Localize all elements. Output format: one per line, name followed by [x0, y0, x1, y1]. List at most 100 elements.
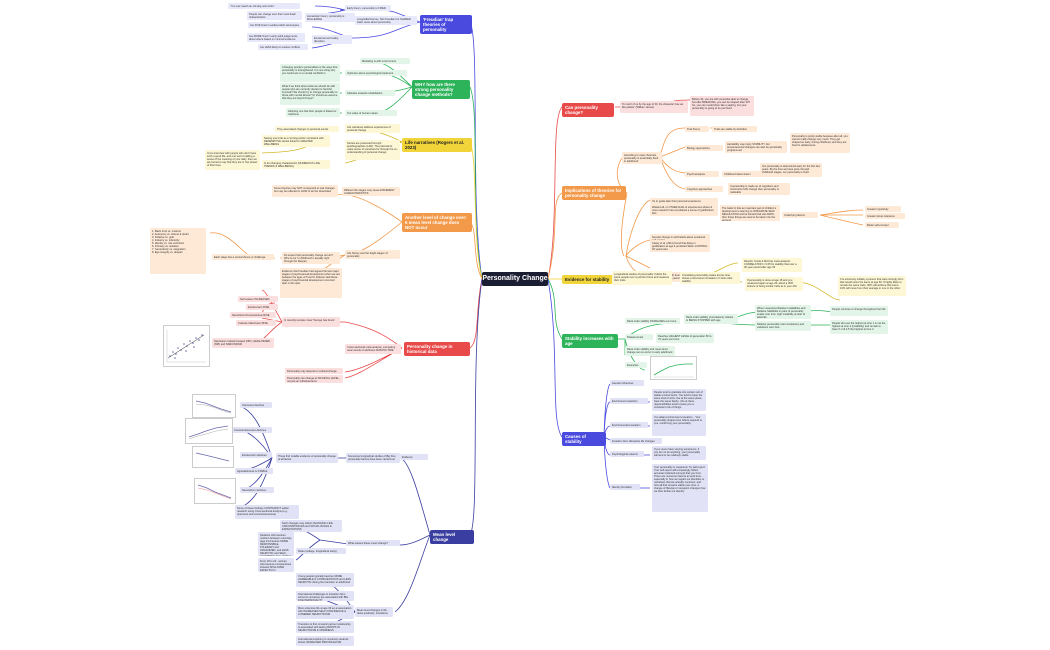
stabilityage-t2: Rank order stability (correlations) rela…	[684, 314, 738, 324]
implications-t5: It's to guide later their personal exper…	[650, 198, 718, 204]
topic-life-narratives[interactable]: Life narratives (Rogers et al. 2023)	[402, 138, 472, 152]
historical-scatter-image	[163, 325, 210, 367]
historical-t2: Narcissism traits/increased (NPI), HEIGH…	[212, 338, 274, 348]
link-historical	[469, 278, 483, 349]
causes-trans: Freedom from disruptive life changes	[610, 438, 662, 444]
historical-t1: In recently temples: beer Twenge has fou…	[282, 317, 340, 327]
stabilityage-t8: Examples	[625, 362, 647, 368]
implications-cf-3: Better self-concept	[865, 222, 899, 228]
stability-t3: Results: Costa & McCrae meta-analysis: C…	[742, 258, 802, 272]
implications-trait-r: Traits are stable by definition	[712, 126, 757, 132]
meanlevel-chart-label-1: Openness declines	[240, 402, 272, 408]
historical-tag-4: Cultural collectivism RISE	[236, 320, 276, 326]
implications-cog: Cognitive approaches	[685, 186, 723, 192]
topic-stability-age[interactable]: Stability increases with age	[562, 334, 618, 348]
topic-mean-level[interactable]: Mean level change	[430, 530, 474, 544]
freudian-q3: Are FIVE fixed in earliest adult stereot…	[248, 22, 302, 28]
link-canchange	[547, 106, 563, 280]
causes-evoc: Environmental evocation	[610, 422, 648, 428]
historical-tag-1: Self esteem INCREASED	[238, 296, 278, 302]
link-whyhow	[469, 86, 483, 280]
stage-1: 1. Basic trust vs. mistrust	[152, 229, 181, 233]
implications-t4: If personality is made up of cognitions …	[728, 183, 790, 195]
another-t2: Different life stages may cause DIFFEREN…	[342, 187, 400, 196]
life-t1: They associated changes to personal even…	[275, 126, 339, 132]
whyhow-text-3: Adopting one that their people is flawed…	[286, 108, 340, 117]
stabilityage-t6: People continue to change throughout the…	[830, 306, 888, 316]
link-stabilityage	[547, 278, 563, 340]
line-chart-icon	[195, 400, 232, 414]
stability-t2: Correlating personality scales across ti…	[680, 272, 740, 284]
topic-implications[interactable]: Implications of theories for personality…	[562, 186, 626, 200]
implications-bio-r: Heritability may imply STABILITY, but te…	[725, 141, 787, 153]
link-meanlevel	[469, 278, 483, 536]
canchange-t2: Before 30, you are still somewhat able t…	[690, 96, 754, 116]
life-t5: Stories are presented through autobiogra…	[345, 140, 400, 160]
stage-4: 4. Industry vs. inferiority	[152, 238, 180, 242]
erikson-stages: 1. Basic trust vs. mistrust 2. Autonomy …	[150, 228, 206, 274]
implications-trait: Trait theory	[685, 126, 709, 132]
causes-genetic: Genetic influences	[610, 380, 644, 386]
causes-envsel: Environment selection	[610, 398, 648, 404]
link-implications	[547, 192, 563, 280]
another-t4: Life history and the 'Eight stages' of p…	[345, 250, 400, 259]
chart-thumb-neuroticism	[194, 478, 236, 504]
topic-why-how[interactable]: WHY how are there strong personality cha…	[412, 80, 470, 99]
implications-t7: The belief in that an important part of …	[720, 205, 780, 221]
line-chart-icon	[188, 425, 229, 440]
topic-evidence-stability[interactable]: Evidence for stability	[562, 275, 614, 284]
link-life	[469, 141, 483, 280]
causes-evoc-t: You adapt environment evocation... Your …	[652, 414, 706, 436]
causes-ident: Identity formation	[610, 484, 640, 490]
whyhow-item-1: Mediating & with environment	[360, 58, 410, 64]
implications-cf-1: Greater impulsivity	[865, 206, 901, 212]
historical-tag-3: Neuroticism/Conscientious RISE	[230, 312, 276, 318]
meanlevel-t12: More extensive life at age 36 an at asso…	[296, 605, 354, 619]
causes-psych-t: If you never have varying experience, if…	[652, 446, 706, 460]
stabilityage-t1: Rank order stability INCREASES over time	[625, 318, 680, 324]
freudian-r1: Early theory: personality is FIXED	[345, 5, 391, 11]
implications-t1: According to many theorists, personality…	[622, 152, 662, 164]
life-t3: Seeing one's life as a 'turning points' …	[262, 135, 330, 147]
meanlevel-t11: International challenges in transition f…	[296, 591, 354, 601]
implications-underlying: Underlying factors	[782, 212, 818, 218]
line-chart-icon	[195, 452, 230, 462]
causes-envsel-t: People tend to gravitate into certain so…	[652, 389, 706, 411]
causes-psych: Psychological reasons	[610, 451, 644, 457]
meanlevel-evidence: Evidence	[400, 454, 428, 460]
topic-historical[interactable]: Personality change in historical data	[404, 342, 470, 356]
topic-another-level[interactable]: Another level of change over: 5 mean lev…	[402, 213, 472, 232]
whyhow-item-2: Optimism about psychological treatment	[345, 70, 407, 76]
meanlevel-chart-label-3: Extraversion declines	[240, 452, 272, 458]
meanlevel-t3: Some of these findings CONTRADICT earlie…	[235, 505, 299, 519]
stabilityage-t7: Rank order stability and mean level chan…	[625, 346, 675, 356]
whyhow-text-1: Changing people's personalities is the w…	[280, 64, 340, 82]
life-t6: Is for changing characteristic (NUMEROUS…	[262, 160, 330, 169]
stabilityage-t10: People who are the highest at time 1 is …	[830, 320, 888, 334]
freudian-r2: Humanistic theory: personality is MALLEA…	[305, 13, 355, 22]
freudian-q5: Are LESS likely to resolve conflicts	[258, 44, 308, 50]
meanlevel-t10: Young people typically become MORE AGREE…	[296, 573, 354, 587]
central-topic[interactable]: Personality Change	[482, 272, 548, 286]
stability-t1: Longitudinal studies of personality: Fol…	[612, 271, 672, 285]
stabilityage-t5: Plateau levels	[625, 334, 653, 340]
link-freudian	[469, 21, 483, 280]
freudian-r3: Emotional and reality, disorders	[312, 35, 352, 44]
stage-7: 7. Generativity vs. stagnation	[152, 247, 186, 251]
whyhow-text-2: What if we think about what we should do…	[280, 83, 340, 105]
stage-6: 6. Intimacy vs. isolation	[152, 244, 179, 248]
meanlevel-t7: Students who became mothers between univ…	[258, 532, 294, 556]
whyhow-item-4: Our value of human nature	[345, 110, 397, 116]
topic-causes-stability[interactable]: Causes of stability	[562, 432, 606, 446]
stage-8: 8. Ego integrity vs. despair	[152, 250, 183, 254]
topic-freudian[interactable]: 'Freudian' trap theories of personality	[420, 15, 472, 34]
meanlevel-t4: What causes these mean change?	[346, 540, 400, 546]
meanlevel-t8: From 18 to 22 - women who became conscie…	[258, 558, 294, 572]
line-chart-icon	[653, 363, 694, 378]
meanlevel-t1: Numerous longitudinal studies of Big Fiv…	[346, 453, 400, 463]
stage-2: 2. Autonomy vs. shame & doubt	[152, 232, 189, 236]
stabilityage-t4: Relative personality trait consistency a…	[755, 321, 811, 331]
implications-t2: Personality is pretty stable because aft…	[790, 133, 850, 153]
topic-can-change[interactable]: Can personality change?	[562, 103, 614, 117]
